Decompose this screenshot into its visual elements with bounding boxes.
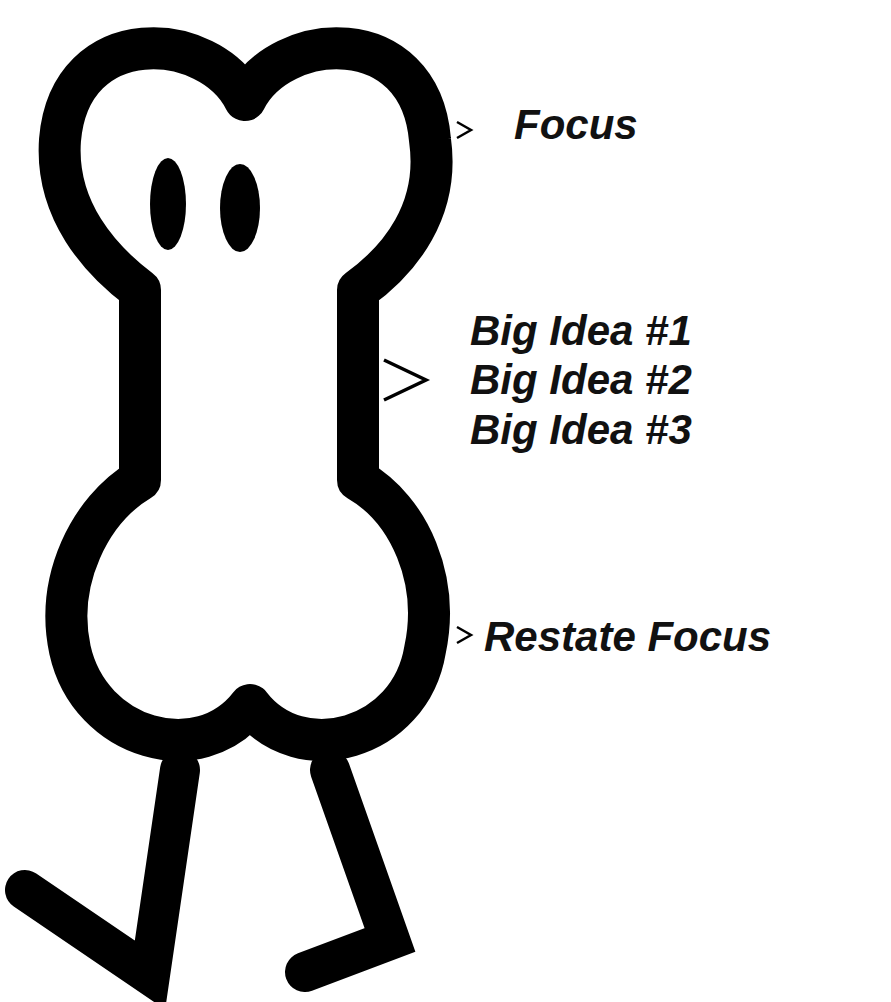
section-label: Restate Focus	[484, 614, 771, 660]
section-label: Focus	[514, 102, 638, 148]
section-label: Big Idea #3	[470, 407, 692, 453]
section-label: Big Idea #2	[470, 357, 692, 403]
pointer-chevron	[457, 627, 471, 643]
pointer-chevron	[457, 122, 471, 138]
bone-outline	[60, 48, 432, 740]
eye	[150, 158, 186, 250]
eye	[220, 164, 260, 252]
leg	[25, 770, 180, 975]
section-label: Big Idea #1	[470, 308, 692, 354]
pointer-chevron	[384, 360, 426, 400]
leg	[305, 770, 390, 972]
